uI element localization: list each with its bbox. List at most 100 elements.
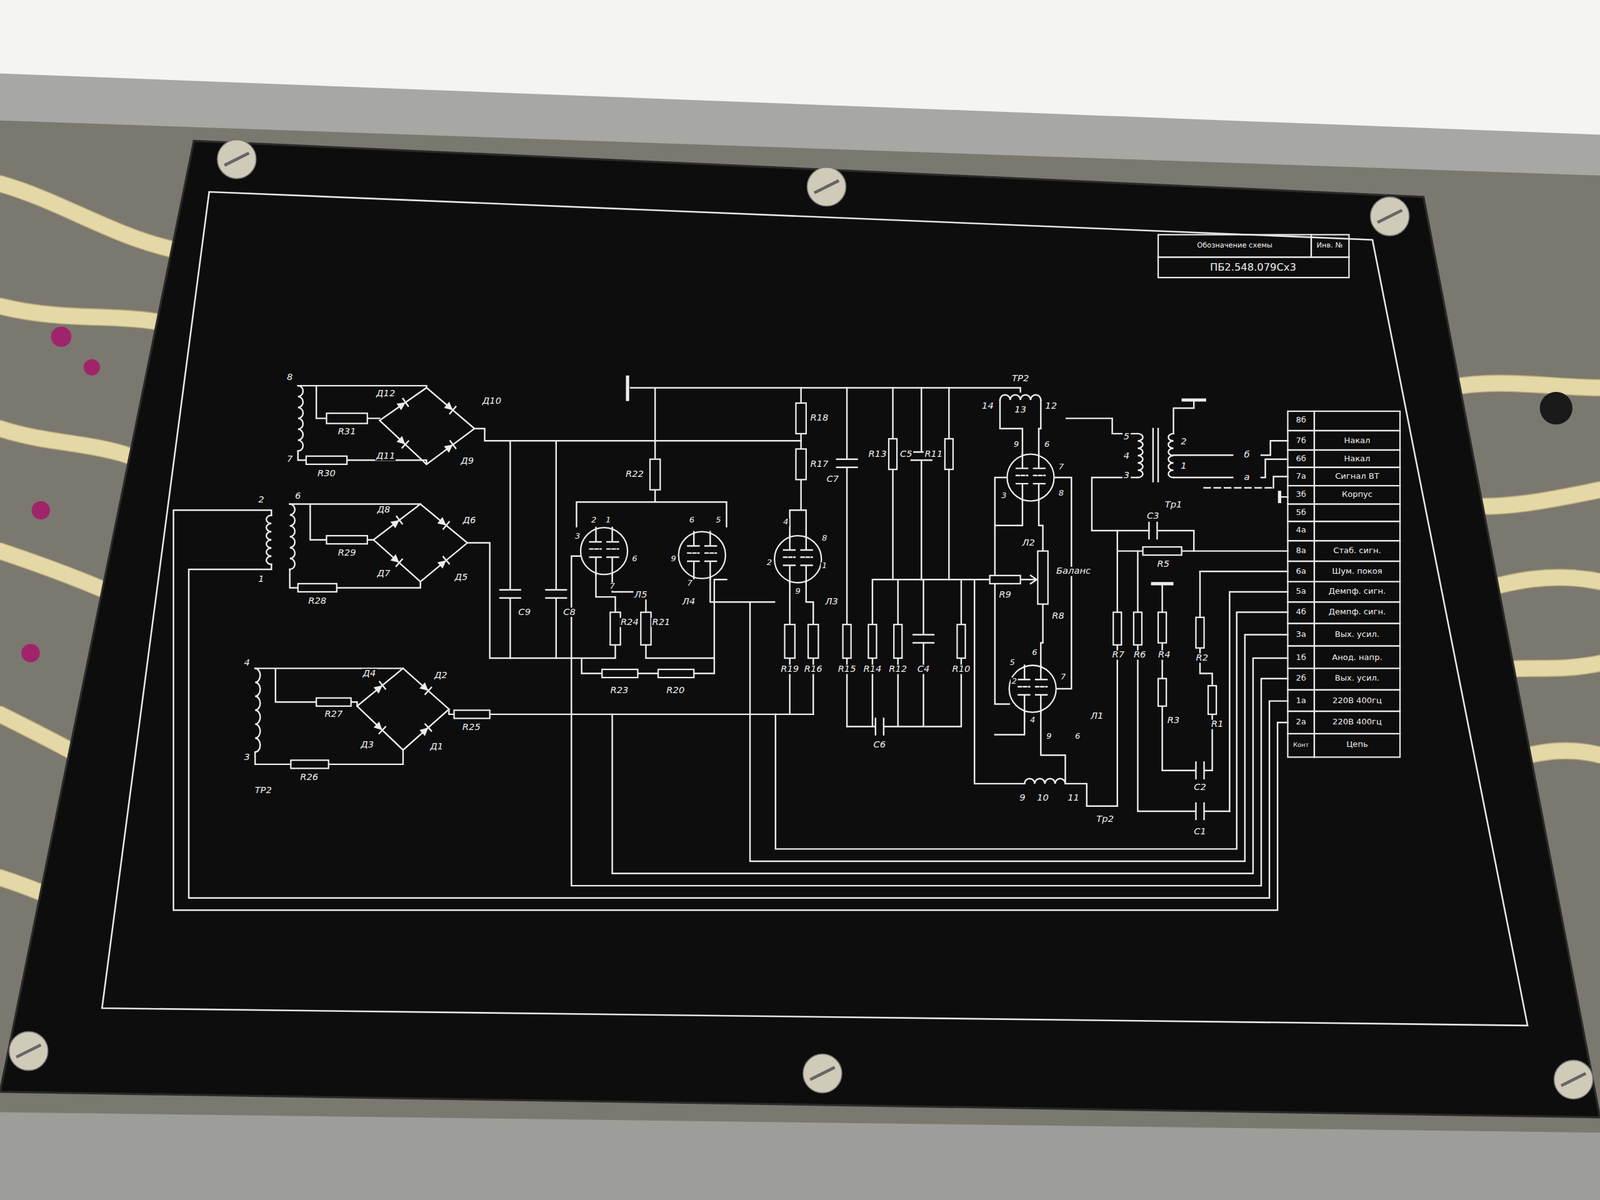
screw bbox=[9, 140, 1594, 1100]
table-cell: 1а bbox=[1295, 696, 1308, 705]
component-label: R29 bbox=[336, 548, 357, 559]
title-block bbox=[1158, 235, 1349, 279]
wire bbox=[836, 387, 950, 727]
component-label: C2 bbox=[1193, 783, 1208, 793]
transformer-winding bbox=[255, 385, 1174, 784]
resistor-symbol bbox=[868, 624, 877, 659]
component-label: R31 bbox=[336, 426, 357, 437]
resistor-symbol bbox=[640, 612, 651, 645]
table-cell: 4а bbox=[1295, 526, 1308, 535]
resistor-symbol bbox=[808, 624, 819, 659]
component-label: Д11 bbox=[375, 451, 396, 461]
component-label: ТР2 bbox=[1010, 373, 1030, 384]
component-label: R20 bbox=[665, 686, 686, 696]
component-label: 1 bbox=[257, 575, 266, 585]
bridge-rectifier bbox=[390, 516, 402, 529]
resistor-symbol bbox=[290, 760, 329, 769]
component-label: R8 bbox=[1051, 611, 1066, 622]
resistor-symbol bbox=[298, 583, 337, 592]
bridge-rectifier bbox=[356, 387, 475, 750]
resistor-symbol bbox=[945, 438, 954, 470]
component-label: 7 bbox=[608, 582, 617, 591]
component-label: R5 bbox=[1156, 560, 1171, 570]
component-label: R24 bbox=[619, 618, 640, 628]
component-label: R14 bbox=[862, 665, 883, 675]
screw bbox=[1554, 1060, 1594, 1099]
table-cell: 8б bbox=[1295, 416, 1308, 425]
component-label: 4 bbox=[243, 658, 252, 669]
component-label: 4 bbox=[781, 518, 790, 527]
component-label: C8 bbox=[562, 607, 577, 617]
component-label: 8 bbox=[820, 535, 829, 544]
component-label: 9 bbox=[1018, 793, 1027, 803]
resistor-symbol bbox=[1133, 612, 1142, 645]
screw bbox=[9, 1031, 49, 1071]
component-label: Д3 bbox=[360, 740, 375, 750]
wire-bundle bbox=[31, 501, 50, 520]
component-label: R26 bbox=[299, 773, 320, 783]
component-label: Л5 bbox=[633, 590, 649, 600]
component-label: 6 bbox=[631, 555, 639, 564]
component-label: Д9 bbox=[460, 456, 475, 467]
component-label: C3 bbox=[1145, 511, 1160, 522]
component-label: R22 bbox=[624, 470, 645, 480]
title-block-text: Обозначение схемы bbox=[1196, 242, 1274, 250]
component-label: R12 bbox=[888, 665, 909, 675]
screw bbox=[217, 140, 257, 179]
vacuum-tube bbox=[774, 535, 822, 583]
table-cell: 3б bbox=[1295, 490, 1308, 499]
wire-bundle bbox=[51, 326, 72, 347]
component-label: 12 bbox=[1044, 401, 1059, 411]
component-label: R18 bbox=[809, 413, 830, 424]
bridge-rectifier bbox=[443, 401, 456, 414]
component-label: 2 bbox=[765, 559, 774, 568]
component-label: 8 bbox=[285, 373, 294, 383]
component-label: Д2 bbox=[433, 670, 449, 680]
transformer-winding bbox=[298, 385, 304, 451]
component-label: R28 bbox=[307, 596, 328, 606]
component-label: R9 bbox=[998, 590, 1013, 600]
chassis bbox=[0, 73, 1600, 1200]
component-label: 1 bbox=[820, 562, 829, 571]
resistor-symbol bbox=[990, 575, 1021, 584]
bridge-rectifier bbox=[436, 516, 449, 530]
panel bbox=[0, 140, 1600, 1117]
component-label: 5 bbox=[1008, 659, 1017, 668]
wire bbox=[1204, 486, 1274, 489]
bridge-rectifier bbox=[419, 724, 432, 737]
resistor-symbol bbox=[785, 624, 795, 659]
table-cell: Демпф. сигн. bbox=[1327, 608, 1387, 617]
component-label: 9 bbox=[1045, 732, 1054, 741]
resistor-symbol bbox=[601, 669, 638, 678]
component-label: 1 bbox=[1180, 461, 1189, 472]
table-cell: 1б bbox=[1295, 654, 1308, 663]
table-cell: Анод. напр. bbox=[1331, 654, 1384, 663]
table-cell: 5б bbox=[1295, 509, 1308, 518]
bridge-rectifier bbox=[356, 387, 475, 750]
table-cell: Сигнал ВТ bbox=[1334, 472, 1381, 481]
component-label: R13 bbox=[867, 449, 888, 459]
screw bbox=[1561, 1073, 1586, 1087]
vacuum-tube bbox=[1006, 454, 1054, 502]
component-label: 7 bbox=[285, 454, 294, 464]
pin-table bbox=[1287, 411, 1400, 757]
wire bbox=[625, 375, 629, 402]
pin-table bbox=[1287, 411, 1400, 757]
component-label: Л1 bbox=[1089, 711, 1105, 722]
component-label: 9 bbox=[794, 587, 802, 596]
component-label: R15 bbox=[836, 665, 857, 675]
screw bbox=[810, 1067, 835, 1080]
vacuum-tube bbox=[678, 531, 726, 579]
table-cell: Стаб. сигн. bbox=[1332, 546, 1383, 555]
transformer-winding bbox=[1024, 778, 1065, 784]
component-label: R23 bbox=[609, 686, 630, 696]
component-label: R21 bbox=[651, 618, 672, 628]
component-label: R16 bbox=[803, 665, 824, 675]
screw bbox=[16, 1045, 41, 1058]
component-label: C7 bbox=[825, 475, 840, 485]
transformer-winding bbox=[1168, 433, 1174, 478]
component-label: 3 bbox=[573, 532, 582, 541]
resistor-symbol bbox=[888, 438, 897, 470]
transformer-winding bbox=[290, 504, 295, 570]
